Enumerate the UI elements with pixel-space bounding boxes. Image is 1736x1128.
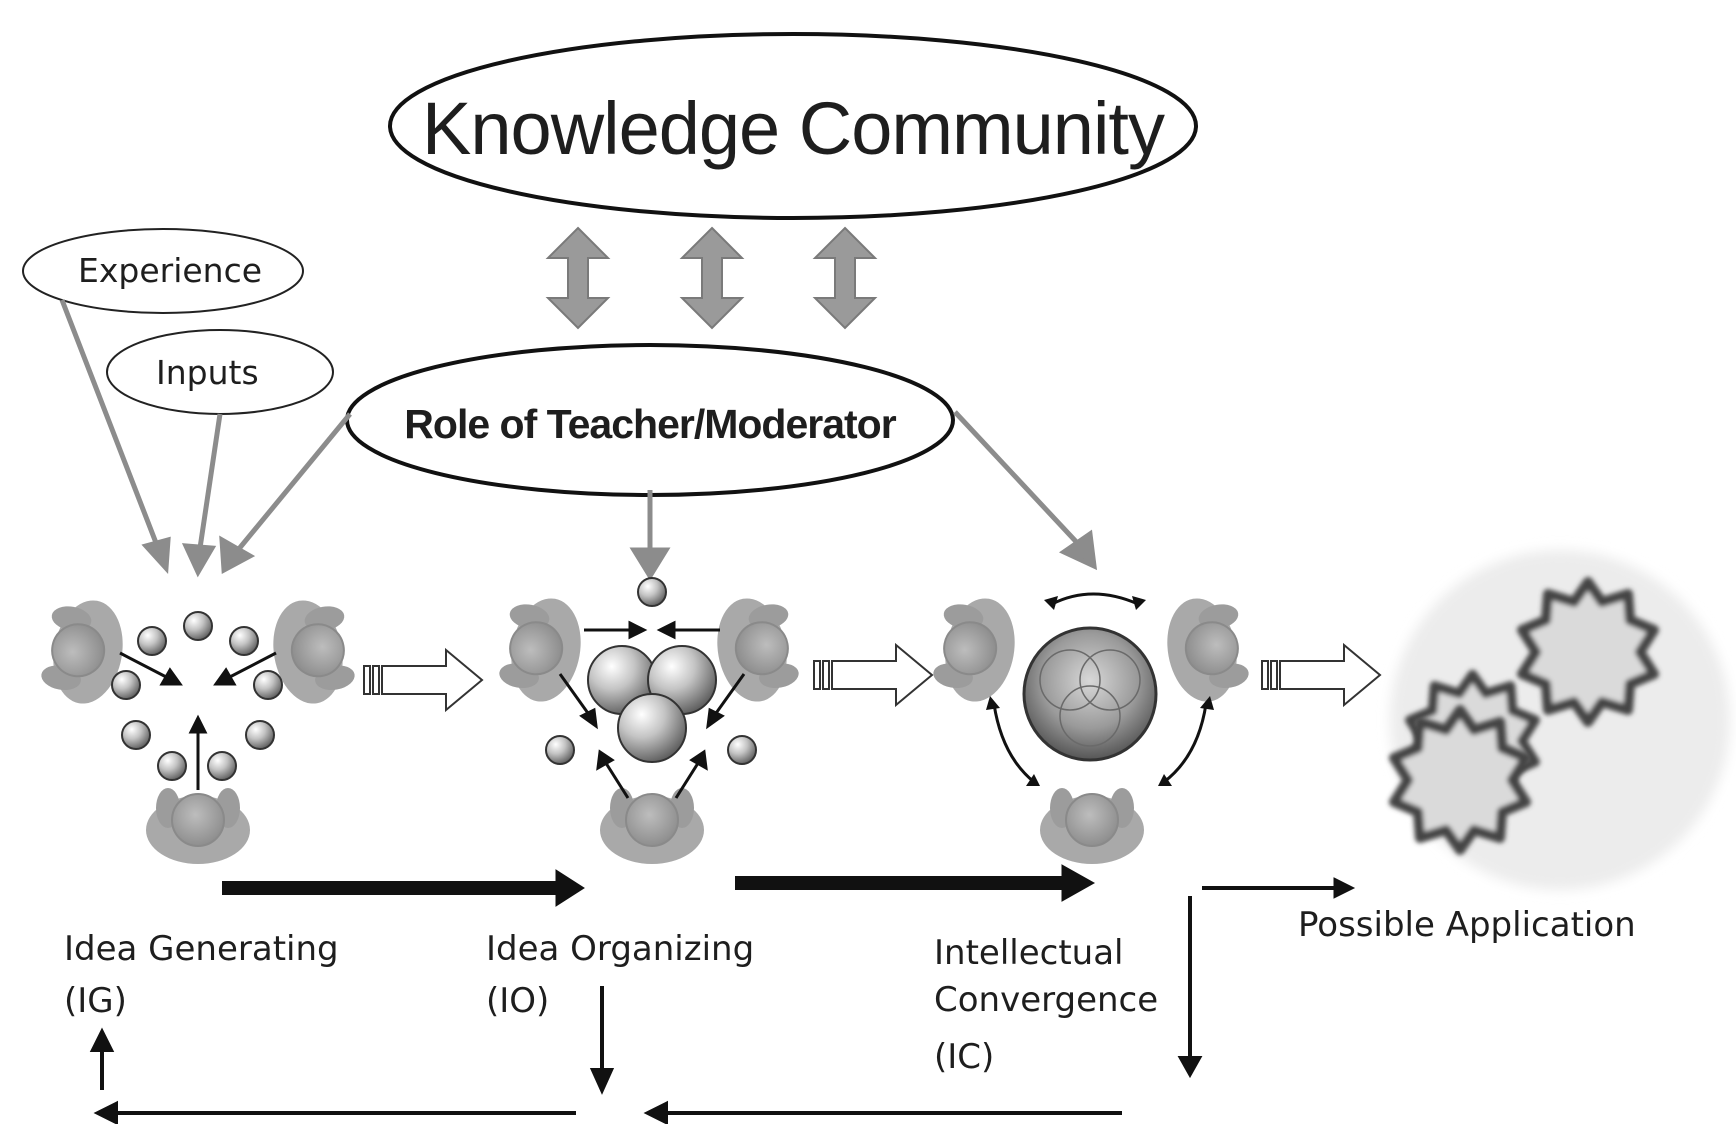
ic-cycle-arrows: [992, 592, 1208, 784]
stage-io-name: Idea Organizing: [486, 929, 755, 969]
ig-inner-arrows: [119, 651, 277, 790]
application-gears: [1390, 550, 1730, 890]
experience-label: Experience: [78, 251, 263, 290]
forward-arrows: [222, 864, 1356, 907]
knowledge-community-title: Knowledge Community: [422, 87, 1165, 170]
inputs-label: Inputs: [156, 353, 259, 392]
feedback-arrows: [89, 896, 1203, 1126]
knowledge-community-ellipse: [388, 32, 1198, 220]
stage-ic-abbr: (IC): [934, 1037, 995, 1077]
stage-io-abbr: (IO): [486, 981, 550, 1021]
possible-application-label: Possible Application: [1298, 905, 1636, 945]
stage-ig-name: Idea Generating: [64, 929, 339, 969]
io-inner-arrows: [558, 620, 746, 799]
stage-ic-name: Intellectual Convergence: [934, 933, 1159, 1020]
moderator-label: Role of Teacher/Moderator: [404, 401, 896, 447]
stage-ig-abbr: (IG): [64, 981, 127, 1021]
gray-arrows: [59, 299, 1098, 581]
experience-ellipse: [22, 228, 304, 314]
